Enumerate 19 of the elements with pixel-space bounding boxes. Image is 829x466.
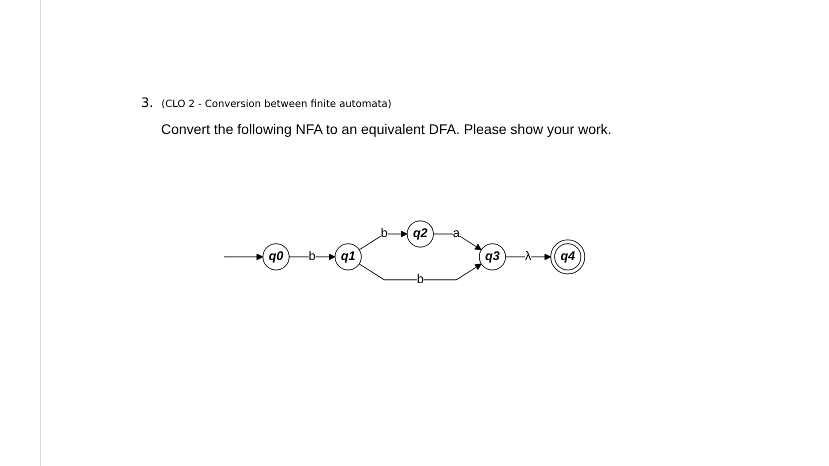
- edge-label: λ: [525, 250, 532, 264]
- node-circle: q0: [262, 243, 290, 270]
- question-heading: (CLO 2 - Conversion between finite automata): [161, 99, 392, 110]
- question-number: 3.: [141, 96, 154, 111]
- arrow: [358, 230, 408, 250]
- arrow: [224, 253, 264, 260]
- instruction-text: Convert the following NFA to an equivalent DFA. Please show your work.: [161, 121, 613, 137]
- arrow: [433, 234, 482, 250]
- arrow: [288, 253, 336, 260]
- edge-label: b: [416, 272, 424, 286]
- edge-label: b: [308, 250, 316, 264]
- node-circle: q2: [406, 220, 434, 248]
- edge-label: a: [452, 226, 460, 240]
- node-circle: q1: [334, 243, 362, 270]
- arrow: [505, 253, 552, 260]
- edge-label: b: [380, 226, 388, 240]
- node-circle: q4: [550, 239, 586, 274]
- node-circle: q3: [478, 243, 506, 270]
- arrow: [358, 264, 482, 280]
